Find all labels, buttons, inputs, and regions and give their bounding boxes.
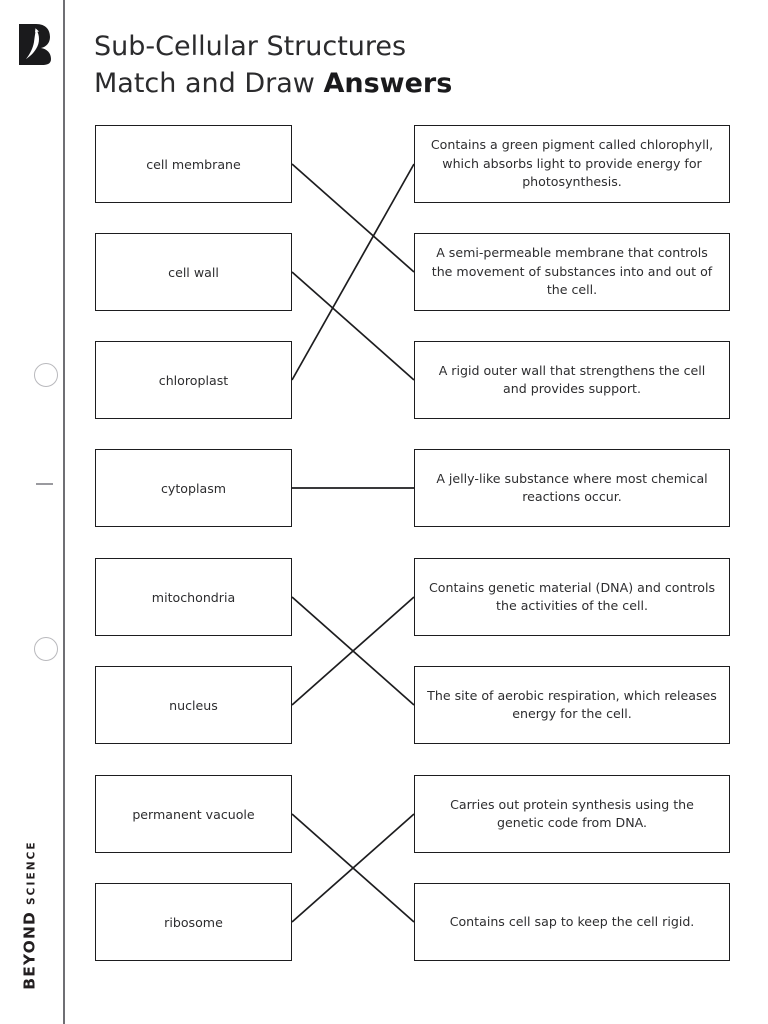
description-box-cell-wall[interactable]: A rigid outer wall that strengthens the … xyxy=(414,341,730,419)
description-box-nucleus[interactable]: Contains genetic material (DNA) and cont… xyxy=(414,558,730,636)
margin-dash-icon xyxy=(36,483,53,485)
connector-chloroplast xyxy=(291,163,415,381)
description-box-ribosome[interactable]: Carries out protein synthesis using the … xyxy=(414,775,730,853)
term-box-cytoplasm[interactable]: cytoplasm xyxy=(95,449,292,527)
term-box-mitochondria[interactable]: mitochondria xyxy=(95,558,292,636)
title-line-2-normal: Match and Draw xyxy=(94,68,324,100)
description-box-cytoplasm[interactable]: A jelly-like substance where most chemic… xyxy=(414,449,730,527)
term-box-nucleus[interactable]: nucleus xyxy=(95,666,292,744)
term-box-ribosome[interactable]: ribosome xyxy=(95,883,292,961)
binder-hole-icon xyxy=(34,637,58,661)
connector-nucleus xyxy=(291,596,415,706)
title-line-1: Sub-Cellular Structures xyxy=(94,31,407,62)
description-box-cell-membrane[interactable]: A semi-permeable membrane that controls … xyxy=(414,233,730,311)
title-line-2-bold: Answers xyxy=(323,68,453,100)
page-title: Sub-Cellular Structures Match and Draw A… xyxy=(94,28,694,103)
term-box-chloroplast[interactable]: chloroplast xyxy=(95,341,292,419)
title-line-2: Match and Draw Answers xyxy=(94,65,694,102)
margin-divider-line xyxy=(63,0,65,1024)
connector-cell-membrane xyxy=(291,163,415,273)
term-box-cell-wall[interactable]: cell wall xyxy=(95,233,292,311)
beyond-b-logo-icon xyxy=(16,22,52,66)
term-box-cell-membrane[interactable]: cell membrane xyxy=(95,125,292,203)
description-box-permanent-vacuole[interactable]: Contains cell sap to keep the cell rigid… xyxy=(414,883,730,961)
connector-cell-wall xyxy=(291,271,415,381)
connector-ribosome xyxy=(291,813,415,923)
term-box-permanent-vacuole[interactable]: permanent vacuole xyxy=(95,775,292,853)
description-box-mitochondria[interactable]: The site of aerobic respiration, which r… xyxy=(414,666,730,744)
binder-hole-icon xyxy=(34,363,58,387)
description-box-chloroplast[interactable]: Contains a green pigment called chloroph… xyxy=(414,125,730,203)
